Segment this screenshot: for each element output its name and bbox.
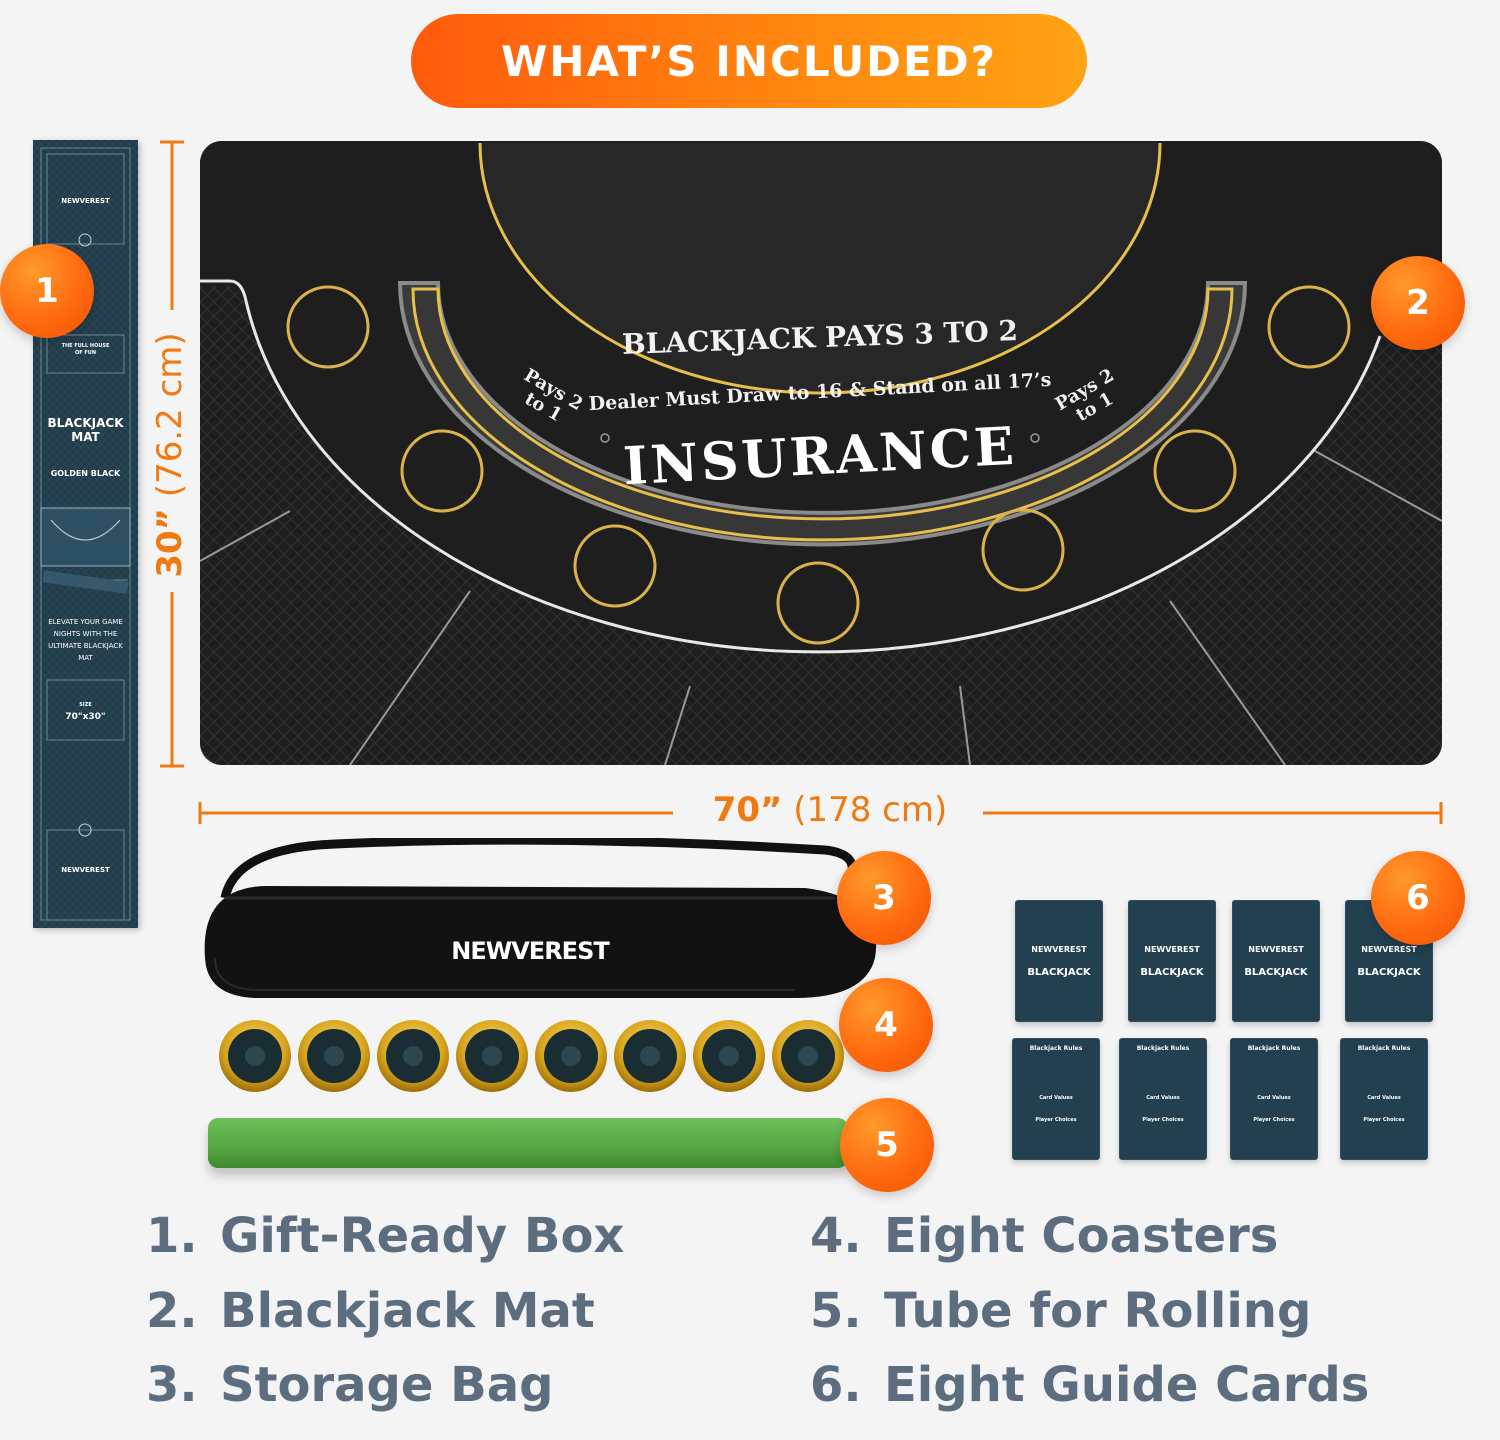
card-values-label: Card Values bbox=[1367, 1095, 1401, 1101]
list-item: 3. Storage Bag bbox=[146, 1357, 554, 1413]
guide-card-front: NEWVEREST BLACKJACK bbox=[1232, 900, 1320, 1022]
coaster bbox=[298, 1020, 370, 1092]
card-title: BLACKJACK bbox=[1140, 967, 1204, 978]
list-item-number: 5. bbox=[810, 1283, 862, 1339]
list-item-number: 1. bbox=[146, 1208, 198, 1264]
guide-card-front: NEWVEREST BLACKJACK bbox=[1128, 900, 1216, 1022]
bet-circle bbox=[981, 508, 1065, 592]
badge-3: 3 bbox=[837, 851, 931, 945]
card-values-label: Card Values bbox=[1039, 1095, 1073, 1101]
card-values-label: Card Values bbox=[1257, 1095, 1291, 1101]
badge-6: 6 bbox=[1371, 851, 1465, 945]
coaster bbox=[693, 1020, 765, 1092]
page-title: WHAT’S INCLUDED? bbox=[501, 36, 997, 86]
box-slogan: ELEVATE YOUR GAME NIGHTS WITH THE ULTIMA… bbox=[48, 618, 123, 662]
box-variant: GOLDEN BLACK bbox=[50, 469, 121, 478]
height-label: 30” (76.2 cm) bbox=[150, 295, 200, 615]
coaster bbox=[377, 1020, 449, 1092]
list-item-number: 3. bbox=[146, 1357, 198, 1413]
box-size-label: SIZE bbox=[79, 702, 92, 708]
height-cm: (76.2 cm) bbox=[150, 332, 190, 498]
guide-card-back: Blackjack Rules Card Values Player Choic… bbox=[1119, 1038, 1207, 1160]
list-item-number: 2. bbox=[146, 1283, 198, 1339]
bag-brand: NEWVEREST bbox=[451, 937, 609, 965]
coaster bbox=[772, 1020, 844, 1092]
list-item: 4. Eight Coasters bbox=[810, 1208, 1278, 1264]
list-item-label: Eight Coasters bbox=[884, 1208, 1279, 1264]
width-inches: 70” bbox=[712, 790, 783, 830]
box-product: BLACKJACK MAT bbox=[47, 416, 124, 444]
badge-2: 2 bbox=[1371, 256, 1465, 350]
card-title: BLACKJACK bbox=[1027, 967, 1091, 978]
card-brand: NEWVEREST bbox=[1361, 945, 1417, 954]
list-item-label: Tube for Rolling bbox=[884, 1283, 1312, 1339]
guide-card-back: Blackjack Rules Card Values Player Choic… bbox=[1012, 1038, 1100, 1160]
list-item: 1. Gift-Ready Box bbox=[146, 1208, 624, 1264]
bet-circle bbox=[1267, 285, 1351, 369]
badge-1: 1 bbox=[0, 244, 94, 338]
height-dimension-line bbox=[160, 140, 184, 768]
coaster bbox=[535, 1020, 607, 1092]
badge-5: 5 bbox=[840, 1098, 934, 1192]
list-item-label: Blackjack Mat bbox=[220, 1283, 595, 1339]
rolling-tube bbox=[208, 1118, 848, 1168]
coaster bbox=[219, 1020, 291, 1092]
guide-card-back: Blackjack Rules Card Values Player Choic… bbox=[1230, 1038, 1318, 1160]
card-choices-label: Player Choices bbox=[1253, 1117, 1295, 1123]
box-brand-top: NEWVEREST bbox=[61, 197, 110, 205]
card-rules-title: Blackjack Rules bbox=[1247, 1045, 1301, 1052]
card-rules-title: Blackjack Rules bbox=[1029, 1045, 1083, 1052]
card-brand: NEWVEREST bbox=[1144, 945, 1200, 954]
bet-circle bbox=[400, 429, 484, 513]
card-rules-title: Blackjack Rules bbox=[1136, 1045, 1190, 1052]
guide-card-front: NEWVEREST BLACKJACK bbox=[1015, 900, 1103, 1022]
box-size-value: 70"x30" bbox=[65, 712, 106, 722]
height-inches: 30” bbox=[150, 508, 190, 578]
list-item-label: Eight Guide Cards bbox=[884, 1357, 1370, 1413]
list-item-label: Storage Bag bbox=[220, 1357, 554, 1413]
badge-4: 4 bbox=[839, 978, 933, 1072]
box-brand-bottom: NEWVEREST bbox=[61, 866, 110, 874]
card-brand: NEWVEREST bbox=[1031, 945, 1087, 954]
list-item: 2. Blackjack Mat bbox=[146, 1283, 595, 1339]
card-title: BLACKJACK bbox=[1244, 967, 1308, 978]
coaster bbox=[456, 1020, 528, 1092]
list-item: 5. Tube for Rolling bbox=[810, 1283, 1311, 1339]
list-item-number: 6. bbox=[810, 1357, 862, 1413]
bet-circle bbox=[776, 561, 860, 645]
card-choices-label: Player Choices bbox=[1363, 1117, 1405, 1123]
list-item-number: 4. bbox=[810, 1208, 862, 1264]
card-values-label: Card Values bbox=[1146, 1095, 1180, 1101]
card-title: BLACKJACK bbox=[1357, 967, 1421, 978]
card-choices-label: Player Choices bbox=[1142, 1117, 1184, 1123]
coasters-row bbox=[218, 1018, 858, 1096]
card-choices-label: Player Choices bbox=[1035, 1117, 1077, 1123]
blackjack-mat: BLACKJACK PAYS 3 TO 2 Dealer Must Draw t… bbox=[200, 141, 1442, 765]
box-tagline: THE FULL HOUSE OF FUN bbox=[61, 343, 110, 356]
list-item: 6. Eight Guide Cards bbox=[810, 1357, 1369, 1413]
card-rules-title: Blackjack Rules bbox=[1357, 1045, 1411, 1052]
width-cm: (178 cm) bbox=[793, 790, 948, 830]
width-dimension-line bbox=[198, 802, 1443, 824]
bet-circle bbox=[1153, 429, 1237, 513]
card-brand: NEWVEREST bbox=[1248, 945, 1304, 954]
storage-bag bbox=[204, 838, 877, 998]
bet-circle bbox=[286, 285, 370, 369]
bet-circle bbox=[573, 524, 657, 608]
title-banner: WHAT’S INCLUDED? bbox=[411, 14, 1087, 108]
width-label: 70” (178 cm) bbox=[680, 790, 980, 830]
list-item-label: Gift-Ready Box bbox=[220, 1208, 625, 1264]
guide-card-back: Blackjack Rules Card Values Player Choic… bbox=[1340, 1038, 1428, 1160]
coaster bbox=[614, 1020, 686, 1092]
